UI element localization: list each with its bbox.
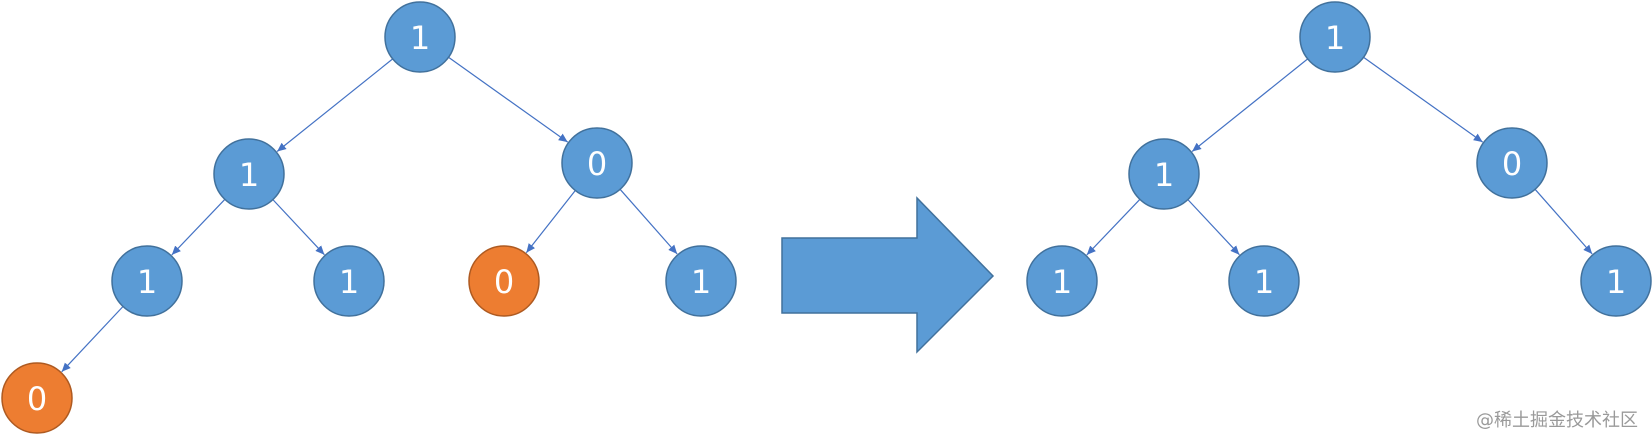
node-value: 1 <box>1606 263 1626 301</box>
node-value: 1 <box>137 263 157 301</box>
node-circle <box>384 1 456 73</box>
edge-before-r-rr <box>619 188 678 255</box>
edge-before-l-lr <box>272 199 325 256</box>
edge-after-root-r <box>1363 56 1484 143</box>
edge-before-ll-lll <box>61 306 124 373</box>
right-arrow-icon <box>781 196 995 354</box>
node-value: 1 <box>1325 19 1345 57</box>
tree-node-after-ll: 1 <box>1026 245 1098 317</box>
node-circle <box>665 245 737 317</box>
tree-node-after-lr: 1 <box>1228 245 1300 317</box>
removed-node-before-lll: 0 <box>1 362 73 434</box>
tree-node-before-ll: 1 <box>111 245 183 317</box>
edge-before-root-r <box>448 56 569 143</box>
node-value: 1 <box>239 156 259 194</box>
node-circle <box>213 138 285 210</box>
edge-before-root-l <box>276 58 394 152</box>
tree-node-after-r: 0 <box>1476 127 1548 199</box>
node-circle <box>1476 127 1548 199</box>
edge-before-l-ll <box>171 198 226 256</box>
node-value: 1 <box>1052 263 1072 301</box>
edge-after-root-l <box>1191 58 1309 152</box>
node-circle <box>468 245 540 317</box>
node-circle <box>1299 1 1371 73</box>
node-value: 0 <box>1502 145 1522 183</box>
tree-after: 1 1 0 1 1 1 <box>1026 1 1652 317</box>
node-value: 1 <box>410 19 430 57</box>
node-value: 1 <box>1254 263 1274 301</box>
node-circle <box>111 245 183 317</box>
tree-before: 1 1 0 1 1 0 1 0 <box>1 1 737 434</box>
node-value: 0 <box>27 380 47 418</box>
tree-node-before-l: 1 <box>213 138 285 210</box>
node-circle <box>1580 245 1652 317</box>
tree-node-before-rr: 1 <box>665 245 737 317</box>
edge-before-r-rl <box>525 190 576 254</box>
node-value: 0 <box>587 145 607 183</box>
tree-node-before-root: 1 <box>384 1 456 73</box>
node-value: 0 <box>494 263 514 301</box>
node-value: 1 <box>691 263 711 301</box>
edge-after-l-lr <box>1187 199 1240 256</box>
tree-node-after-rr: 1 <box>1580 245 1652 317</box>
edge-after-r-rr <box>1534 188 1593 255</box>
node-circle <box>1026 245 1098 317</box>
node-circle <box>313 245 385 317</box>
node-circle <box>1 362 73 434</box>
removed-node-before-rl: 0 <box>468 245 540 317</box>
node-circle <box>1128 138 1200 210</box>
node-value: 1 <box>1154 156 1174 194</box>
tree-node-before-r: 0 <box>561 127 633 199</box>
node-circle <box>561 127 633 199</box>
tree-node-before-lr: 1 <box>313 245 385 317</box>
tree-node-after-root: 1 <box>1299 1 1371 73</box>
node-circle <box>1228 245 1300 317</box>
edge-after-l-ll <box>1086 198 1141 256</box>
tree-node-after-l: 1 <box>1128 138 1200 210</box>
node-value: 1 <box>339 263 359 301</box>
watermark: @稀土掘金技术社区 <box>1476 410 1638 431</box>
